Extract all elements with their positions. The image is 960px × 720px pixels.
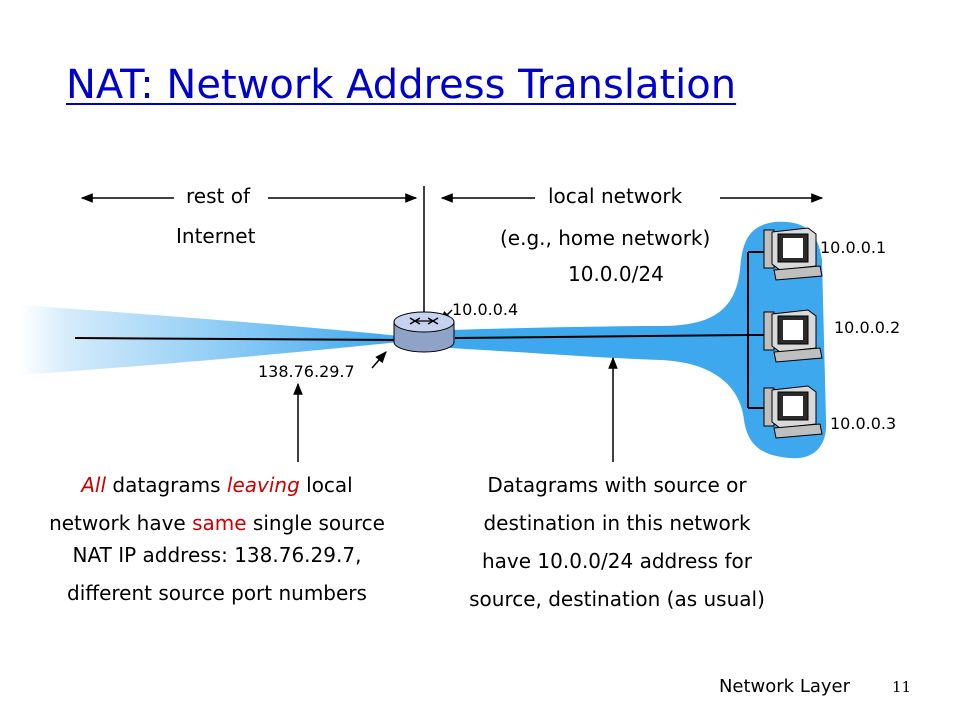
host-computer-icon — [763, 309, 823, 363]
internet-link — [74, 337, 396, 341]
left-caption-all: All — [81, 473, 107, 497]
local-subnet-label: 10.0.0/24 — [568, 262, 664, 286]
router-private-ip: 10.0.0.4 — [452, 300, 519, 319]
left-caption-line1: All datagrams leaving local — [81, 473, 353, 497]
router-icon — [393, 311, 455, 353]
internet-label-line2: Internet — [176, 224, 256, 248]
left-caption-same: same — [192, 511, 247, 535]
footer-label: Network Layer — [718, 676, 850, 697]
router-public-ip: 138.76.29.7 — [258, 362, 355, 381]
right-caption-line3: have 10.0.0/24 address for — [481, 549, 753, 573]
host-computer-icon — [763, 385, 823, 439]
right-caption-line1: Datagrams with source or — [487, 473, 747, 497]
host2-ip: 10.0.0.2 — [834, 318, 901, 337]
page-number: 11 — [892, 678, 912, 696]
left-caption: All datagrams leaving local network have… — [0, 466, 434, 612]
slide-title: NAT: Network Address Translation — [66, 62, 737, 108]
local-network-region — [450, 221, 827, 459]
host3-ip: 10.0.0.3 — [830, 414, 897, 433]
left-caption-line3: NAT IP address: 138.76.29.7, — [72, 543, 362, 567]
right-caption-line4: source, destination (as usual) — [469, 587, 765, 611]
right-caption-line2: destination in this network — [483, 511, 751, 535]
left-caption-line4: different source port numbers — [67, 581, 367, 605]
local-network-label: local network — [548, 184, 683, 208]
public-ip-pointer — [371, 351, 387, 369]
host1-ip: 10.0.0.1 — [820, 238, 887, 257]
host-computer-icon — [763, 227, 823, 281]
internet-link-shading — [20, 305, 400, 375]
local-network-example: (e.g., home network) — [500, 226, 711, 250]
left-caption-line2: network have same single source — [49, 511, 385, 535]
left-caption-leaving: leaving — [226, 473, 300, 497]
right-caption: Datagrams with source or destination in … — [452, 466, 782, 618]
internet-label-line1: rest of — [186, 184, 250, 208]
local-link — [454, 334, 749, 339]
